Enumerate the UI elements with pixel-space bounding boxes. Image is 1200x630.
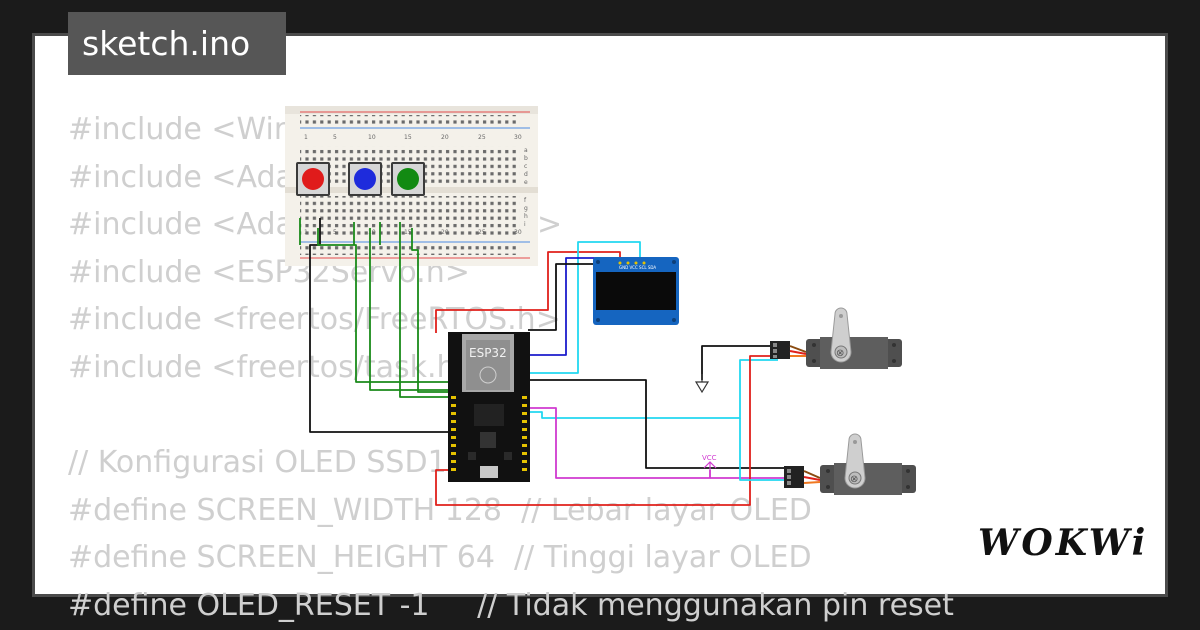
- wire-black: [701, 345, 776, 380]
- servo-motor[interactable]: ⊗: [784, 433, 916, 495]
- ground-symbol: [694, 374, 710, 394]
- esp32-board[interactable]: ESP32: [448, 332, 530, 482]
- code-line: #define OLED_RESET -1 // Tidak menggunak…: [68, 587, 954, 623]
- file-tab[interactable]: sketch.ino: [68, 12, 286, 75]
- button-cap-blue[interactable]: [354, 168, 376, 190]
- preview-card: #include <Wire.h> #include <Adafruit_GFX…: [32, 33, 1168, 623]
- breadboard-column-number: 30: [514, 134, 522, 141]
- wire-black: [528, 379, 790, 469]
- breadboard-row-letter: f: [524, 197, 527, 204]
- breadboard-column-number: 20: [441, 134, 449, 141]
- pushbutton-red[interactable]: [296, 162, 330, 196]
- wire-green: [411, 228, 452, 393]
- breadboard-column-number: 1: [304, 134, 308, 141]
- breadboard-column-number: 20: [441, 229, 449, 236]
- wire-red: [435, 251, 621, 333]
- wire-black: [309, 218, 450, 433]
- breadboard-column-number: 25: [478, 134, 486, 141]
- breadboard-row-letter: d: [524, 171, 528, 178]
- breadboard-row-letter: c: [524, 163, 527, 170]
- breadboard-row-letter: b: [524, 155, 528, 162]
- code-line: #include <freertos/FreeRTOS.h>: [68, 302, 561, 338]
- breadboard-column-number: 30: [514, 229, 522, 236]
- wire-black: [528, 263, 608, 331]
- code-line: #define SCREEN_HEIGHT 64 // Tinggi layar…: [68, 540, 812, 576]
- oled-display[interactable]: GND VCC SCL SDA: [593, 257, 679, 325]
- code-line: #define SCREEN_WIDTH 128 // Lebar layar …: [68, 492, 812, 528]
- breadboard-row-letter: a: [524, 147, 528, 154]
- servo-motor[interactable]: ⊗: [770, 307, 902, 369]
- oled-pin-labels: GND VCC SCL SDA: [619, 265, 656, 270]
- vcc-label: VCC: [702, 454, 717, 462]
- breadboard-column-number: 10: [368, 134, 376, 141]
- pushbutton-blue[interactable]: [348, 162, 382, 196]
- wire-red: [435, 355, 778, 506]
- oled-screen: [596, 272, 676, 310]
- usb-port: [480, 466, 498, 478]
- breadboard-row-letter: e: [524, 179, 528, 186]
- wokwi-logo: WOKWi: [978, 522, 1148, 576]
- wires: [299, 218, 790, 506]
- wire-cyan: [528, 241, 641, 374]
- breadboard-column-number: 15: [404, 229, 412, 236]
- vcc-symbol: VCC: [702, 454, 717, 478]
- breadboard-column-number: 15: [404, 134, 412, 141]
- pushbutton-green[interactable]: [391, 162, 425, 196]
- x-icon: ⊗: [836, 348, 844, 359]
- breadboard-row-letter: h: [524, 213, 528, 220]
- breadboard-row-letter: g: [524, 205, 528, 212]
- breadboard-row-letter: i: [524, 221, 526, 228]
- wire-cyan: [739, 418, 788, 481]
- esp32-pins-left: [451, 396, 456, 471]
- wire-green: [317, 228, 452, 383]
- breadboard-column-number: 5: [333, 134, 337, 141]
- button-cap-green[interactable]: [397, 168, 419, 190]
- breadboard-column-number: 25: [478, 229, 486, 236]
- esp32-pins-right: [522, 396, 527, 471]
- wire-cyan: [528, 359, 778, 419]
- code-editor: #include <Wire.h> #include <Adafruit_GFX…: [68, 106, 954, 630]
- breadboard-column-number: 1: [304, 229, 308, 236]
- breadboard-column-number: 10: [368, 229, 376, 236]
- code-line: #include <freertos/task.h>: [68, 349, 481, 385]
- wire-green: [399, 222, 452, 398]
- esp32-label: ESP32: [469, 346, 507, 360]
- logo-text: WOKWi: [978, 522, 1149, 564]
- breadboard-column-number: 5: [333, 229, 337, 236]
- x-icon: ⊗: [850, 474, 858, 485]
- wire-green: [369, 228, 452, 391]
- button-cap-red[interactable]: [302, 168, 324, 190]
